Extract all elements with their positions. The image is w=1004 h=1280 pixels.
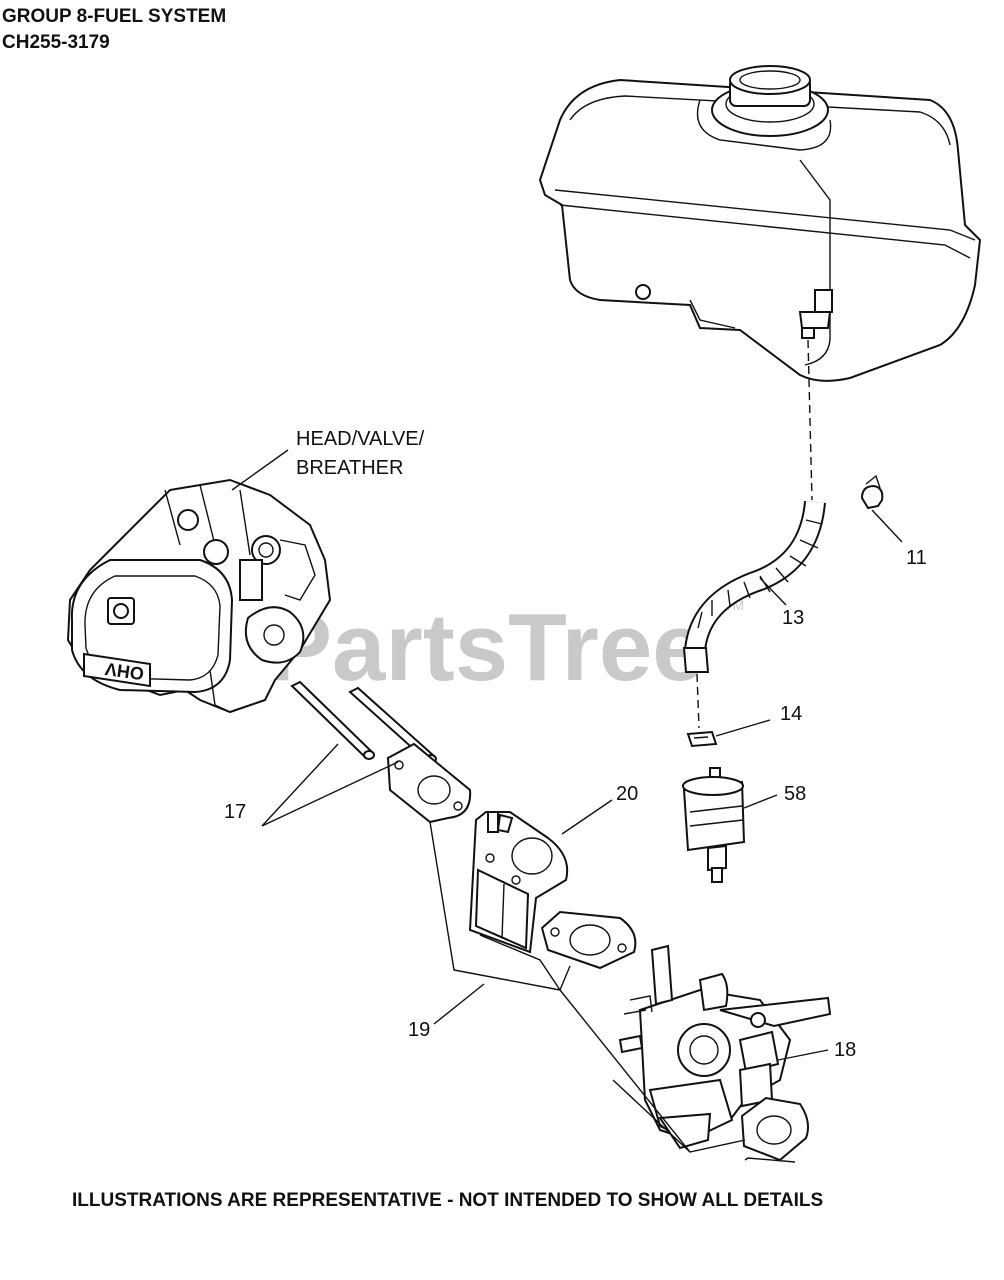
fuel-shutoff-fitting	[798, 289, 833, 339]
callout-11: 11	[906, 547, 927, 569]
head-valve-label-line1: HEAD/VALVE/	[296, 428, 425, 450]
callout-19: 19	[408, 1019, 430, 1041]
callout-20-leader	[561, 799, 613, 835]
head-valve-leader	[231, 449, 289, 491]
head-valve-label-line2: BREATHER	[296, 457, 403, 479]
callout-13-leader	[759, 577, 787, 606]
callout-14: 14	[780, 703, 802, 725]
callout-18: 18	[834, 1039, 856, 1061]
intake-gasket	[386, 742, 472, 824]
engine-head-valve-cover: OHV	[66, 478, 332, 714]
fuel-tank	[538, 65, 982, 382]
callout-18-leader	[777, 1049, 829, 1061]
carburetor-spacer-plate	[468, 811, 569, 954]
callout-13: 13	[782, 607, 804, 629]
clamp-alignment-line	[696, 673, 700, 729]
callout-19-leader	[433, 983, 485, 1025]
carburetor-gasket	[540, 910, 637, 970]
diagram-group-title: GROUP 8-FUEL SYSTEM	[2, 6, 227, 27]
carburetor	[618, 944, 832, 1150]
callout-58: 58	[784, 783, 806, 805]
partstree-watermark: PartsTree	[268, 594, 706, 701]
fuel-filter	[682, 767, 746, 883]
callout-20: 20	[616, 783, 638, 805]
callout-11-leader	[871, 509, 903, 543]
illustration-disclaimer: ILLUSTRATIONS ARE REPRESENTATIVE - NOT I…	[72, 1190, 824, 1211]
callout-14-leader	[715, 719, 771, 737]
hose-clip	[686, 730, 718, 748]
hose-clamp	[860, 474, 884, 510]
hose-alignment-line	[807, 339, 813, 501]
callout-17-leaders	[261, 743, 399, 827]
air-cleaner-gasket	[740, 1096, 809, 1162]
engine-model-code: CH255-3179	[2, 32, 110, 53]
callout-17: 17	[224, 801, 246, 823]
fuel-hose	[682, 500, 826, 673]
callout-58-leader	[743, 794, 778, 809]
gasket-kit-bracket	[429, 821, 796, 1163]
